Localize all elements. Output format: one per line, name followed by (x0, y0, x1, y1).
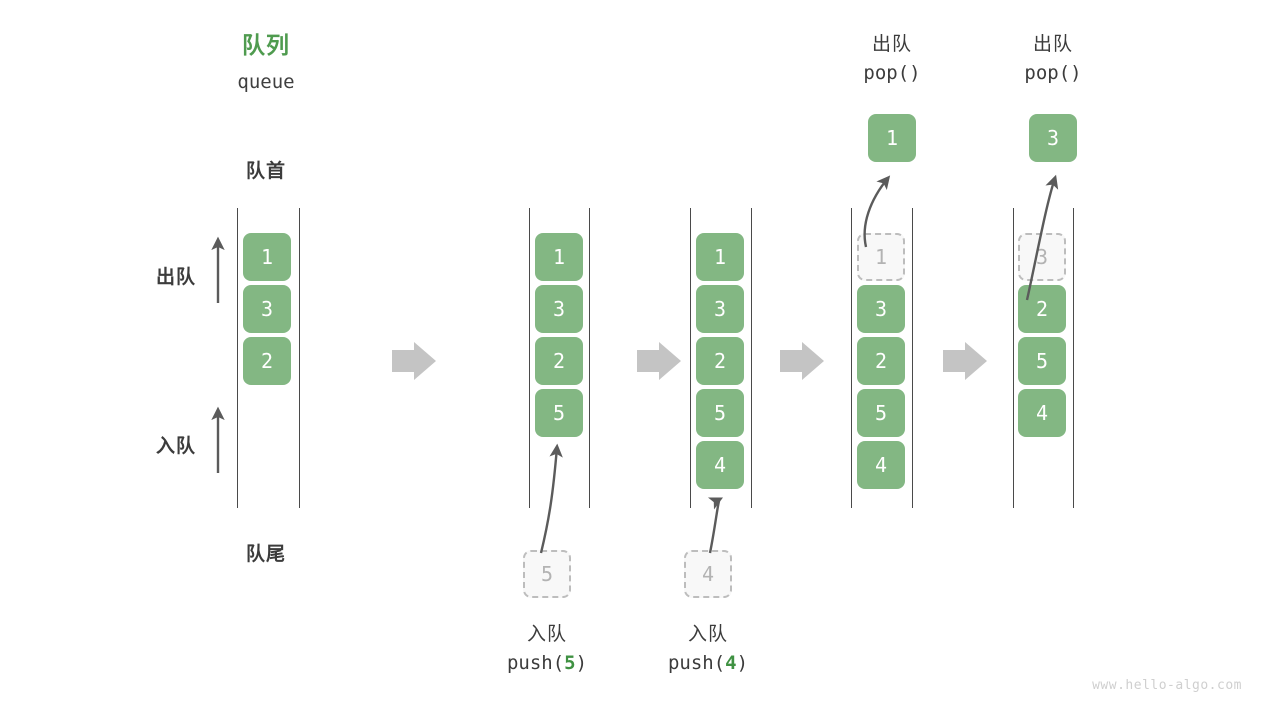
queue-rail-right (1073, 208, 1074, 508)
queue-cell: 5 (1018, 337, 1066, 385)
operation-code-suffix: ) (736, 652, 749, 674)
queue-cell: 2 (696, 337, 744, 385)
operation-label-code: pop() (812, 59, 972, 87)
queue-rail-right (299, 208, 300, 508)
queue-cell-removed: 1 (857, 233, 905, 281)
queue-rail-left (851, 208, 852, 508)
queue-cell: 3 (696, 285, 744, 333)
push-5-arrow (539, 443, 563, 554)
operation-label-cn: 出队 (871, 33, 912, 55)
operation-code-suffix: ) (1070, 62, 1082, 84)
queue-cell: 1 (696, 233, 744, 281)
queue-cell: 2 (857, 337, 905, 385)
operation-code-prefix: pop( (863, 62, 910, 84)
operation-code-prefix: pop( (1024, 62, 1071, 84)
queue-cell-removed: 3 (1018, 233, 1066, 281)
queue-cell: 2 (243, 337, 291, 385)
operation-code-argument: 5 (564, 652, 576, 674)
queue-cell: 3 (535, 285, 583, 333)
queue-cell: 5 (696, 389, 744, 437)
transition-arrow-2 (637, 342, 681, 380)
incoming-element: 5 (523, 550, 571, 598)
queue-rail-left (1013, 208, 1014, 508)
queue-rail-left (237, 208, 238, 508)
queue-cell: 1 (243, 233, 291, 281)
operation-label-cn: 出队 (1032, 33, 1073, 55)
diagram-title-en: queue (237, 71, 295, 93)
queue-cell: 2 (535, 337, 583, 385)
transition-arrow-3 (780, 342, 824, 380)
queue-rail-right (751, 208, 752, 508)
queue-rail-left (690, 208, 691, 508)
push-4-arrow (707, 497, 723, 554)
operation-code-argument: 4 (725, 652, 737, 674)
queue-cell: 3 (857, 285, 905, 333)
operation-label-code: pop() (973, 59, 1133, 87)
queue-cell: 1 (535, 233, 583, 281)
enqueue-direction-label: 入队 (155, 435, 196, 457)
front-label: 队首 (245, 160, 286, 182)
watermark: www.hello-algo.com (1092, 678, 1242, 693)
diagram-title-cn: 队列 (242, 33, 290, 59)
operation-label-code: push(5) (467, 649, 627, 677)
incoming-element: 4 (684, 550, 732, 598)
rear-label: 队尾 (245, 543, 286, 565)
transition-arrow-1 (392, 342, 436, 380)
queue-cell: 2 (1018, 285, 1066, 333)
operation-code-prefix: push( (667, 652, 726, 674)
operation-label-cn: 入队 (687, 623, 728, 645)
dequeue-direction-label: 出队 (155, 266, 196, 288)
popped-element: 1 (868, 114, 916, 162)
operation-code-suffix: ) (909, 62, 921, 84)
queue-cell: 5 (857, 389, 905, 437)
operation-label-cn: 入队 (526, 623, 567, 645)
operation-code-prefix: push( (506, 652, 565, 674)
queue-cell: 4 (696, 441, 744, 489)
transition-arrow-4 (943, 342, 987, 380)
queue-cell: 3 (243, 285, 291, 333)
queue-cell: 5 (535, 389, 583, 437)
operation-code-suffix: ) (575, 652, 588, 674)
queue-cell: 4 (1018, 389, 1066, 437)
operation-label-code: push(4) (628, 649, 788, 677)
popped-element: 3 (1029, 114, 1077, 162)
queue-cell: 4 (857, 441, 905, 489)
queue-rail-right (589, 208, 590, 508)
queue-rail-left (529, 208, 530, 508)
queue-rail-right (912, 208, 913, 508)
